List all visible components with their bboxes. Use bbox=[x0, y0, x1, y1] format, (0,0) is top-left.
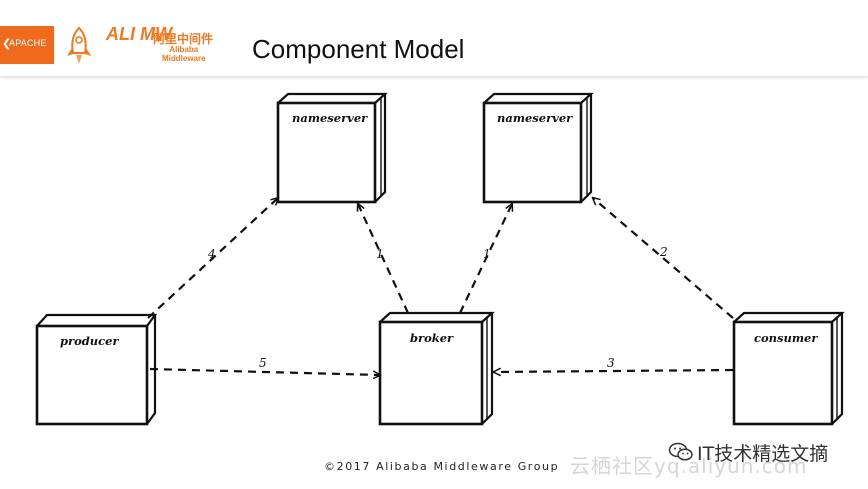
alim-mark: ALI MW bbox=[106, 24, 172, 44]
edge-label-3: 3 bbox=[607, 356, 615, 370]
edge-consumer-nameserver-right: 2 bbox=[593, 198, 734, 319]
edge-label-1-right: 1 bbox=[483, 247, 491, 261]
alim-en-text: Alibaba Middleware bbox=[162, 45, 206, 63]
edge-label-5: 5 bbox=[259, 356, 267, 370]
feather-icon: ❮ bbox=[2, 37, 12, 50]
wechat-tag: IT技术精选文摘 bbox=[668, 440, 829, 465]
broker-box: broker bbox=[378, 311, 495, 426]
alim-cn-text: 阿里中间件 bbox=[153, 32, 214, 46]
nameserver-right-label: nameserver bbox=[497, 111, 573, 125]
consumer-box: consumer bbox=[732, 311, 845, 426]
broker-label: broker bbox=[410, 331, 454, 345]
nameserver-box-left: nameserver bbox=[276, 92, 388, 204]
slide-header bbox=[0, 0, 868, 76]
nameserver-left-label: nameserver bbox=[292, 111, 368, 125]
wechat-icon bbox=[668, 442, 693, 461]
alim-en-line-1: Alibaba bbox=[169, 45, 199, 54]
nameserver-box-right: nameserver bbox=[482, 92, 594, 204]
wechat-tag-text: IT技术精选文摘 bbox=[697, 442, 829, 465]
alim-en-line-2: Middleware bbox=[162, 54, 206, 63]
slide-title: Component Model bbox=[252, 34, 465, 64]
rocketmq-rocket-icon bbox=[67, 26, 91, 64]
edge-broker-nameserver-left: 1 bbox=[358, 204, 409, 314]
edge-label-4: 4 bbox=[207, 247, 216, 261]
footer-copyright: ©2017 Alibaba Middleware Group bbox=[324, 460, 560, 473]
alibaba-middleware-logo: ALI MW 阿里中间件 Alibaba Middleware bbox=[106, 24, 216, 66]
edge-label-1-left: 1 bbox=[376, 247, 384, 261]
edge-label-2: 2 bbox=[659, 245, 668, 259]
edge-consumer-broker: 3 bbox=[494, 356, 734, 372]
edge-broker-nameserver-right: 1 bbox=[459, 204, 512, 314]
apache-logo: ❮ APACHE bbox=[0, 26, 54, 64]
consumer-label: consumer bbox=[754, 331, 818, 345]
edge-producer-nameserver-left: 4 bbox=[147, 198, 278, 319]
apache-logo-text: APACHE bbox=[9, 38, 47, 48]
producer-label: producer bbox=[60, 334, 119, 348]
producer-box: producer bbox=[35, 313, 158, 426]
edge-producer-broker: 5 bbox=[149, 356, 380, 375]
